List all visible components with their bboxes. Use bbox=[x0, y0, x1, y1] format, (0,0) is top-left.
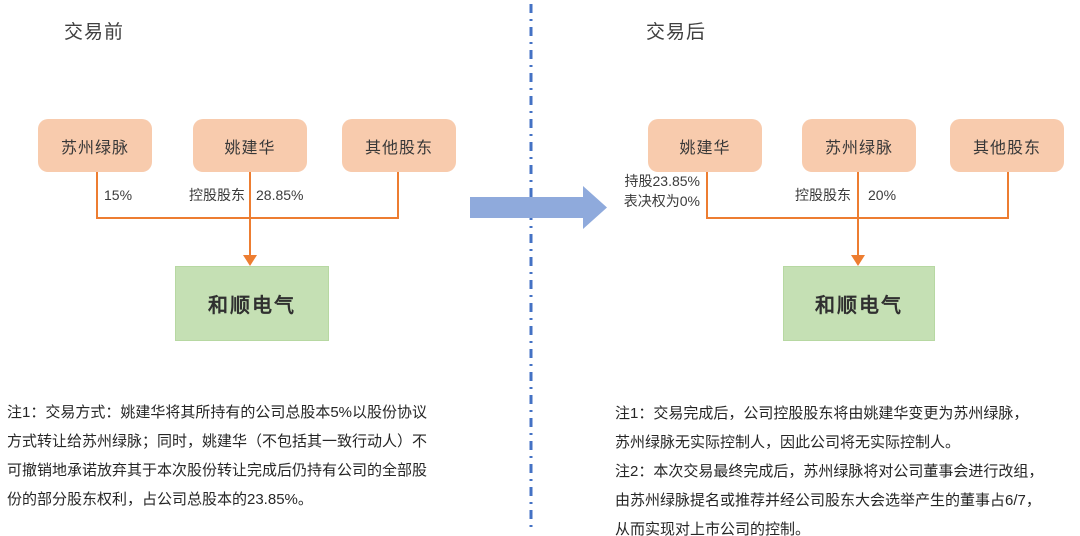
edge-label-holding: 持股23.85% 表决权为0% bbox=[623, 173, 700, 209]
connector-line bbox=[706, 217, 1009, 219]
connector-line bbox=[1007, 172, 1009, 219]
shareholder-label: 姚建华 bbox=[679, 139, 731, 157]
divider-line bbox=[529, 4, 533, 532]
shareholder-box-suzhou-lvmai: 苏州绿脉 bbox=[802, 119, 916, 172]
connector-line bbox=[397, 172, 399, 219]
connector-line bbox=[96, 172, 98, 219]
connector-line bbox=[96, 217, 399, 219]
edge-label-controlling: 控股股东 bbox=[189, 187, 245, 203]
edge-label-pct: 28.85% bbox=[256, 187, 304, 203]
connector-line bbox=[857, 172, 859, 256]
shareholder-box-other: 其他股东 bbox=[342, 119, 456, 172]
company-box-heshun: 和顺电气 bbox=[175, 266, 329, 341]
shareholder-label: 姚建华 bbox=[224, 139, 276, 157]
shareholder-box-yao-jianhua: 姚建华 bbox=[193, 119, 307, 172]
before-title: 交易前 bbox=[64, 22, 125, 43]
shareholder-box-other: 其他股东 bbox=[950, 119, 1064, 172]
shareholder-box-yao-jianhua: 姚建华 bbox=[648, 119, 762, 172]
company-box-heshun: 和顺电气 bbox=[783, 266, 935, 341]
arrow-down-icon bbox=[851, 255, 865, 266]
footnote-before: 注1：交易方式：姚建华将其所持有的公司总股本5%以股份协议 方式转让给苏州绿脉；… bbox=[7, 404, 428, 508]
shareholder-label: 其他股东 bbox=[364, 139, 433, 157]
edge-label-controlling: 控股股东 bbox=[795, 187, 851, 203]
shareholder-box-suzhou-lvmai: 苏州绿脉 bbox=[38, 119, 152, 172]
connector-line bbox=[249, 172, 251, 256]
arrow-down-icon bbox=[243, 255, 257, 266]
company-label: 和顺电气 bbox=[815, 295, 903, 317]
company-label: 和顺电气 bbox=[208, 295, 296, 317]
shareholder-label: 苏州绿脉 bbox=[60, 139, 129, 157]
connector-line bbox=[706, 172, 708, 219]
shareholder-label: 苏州绿脉 bbox=[824, 139, 893, 157]
edge-label-pct: 20% bbox=[868, 187, 897, 203]
edge-label-pct: 15% bbox=[104, 187, 133, 203]
footnote-after: 注1：交易完成后，公司控股股东将由姚建华变更为苏州绿脉， 苏州绿脉无实际控制人，… bbox=[615, 405, 1044, 536]
shareholder-label: 其他股东 bbox=[972, 139, 1041, 157]
after-title: 交易后 bbox=[646, 22, 707, 43]
transition-arrow-icon bbox=[470, 186, 607, 229]
